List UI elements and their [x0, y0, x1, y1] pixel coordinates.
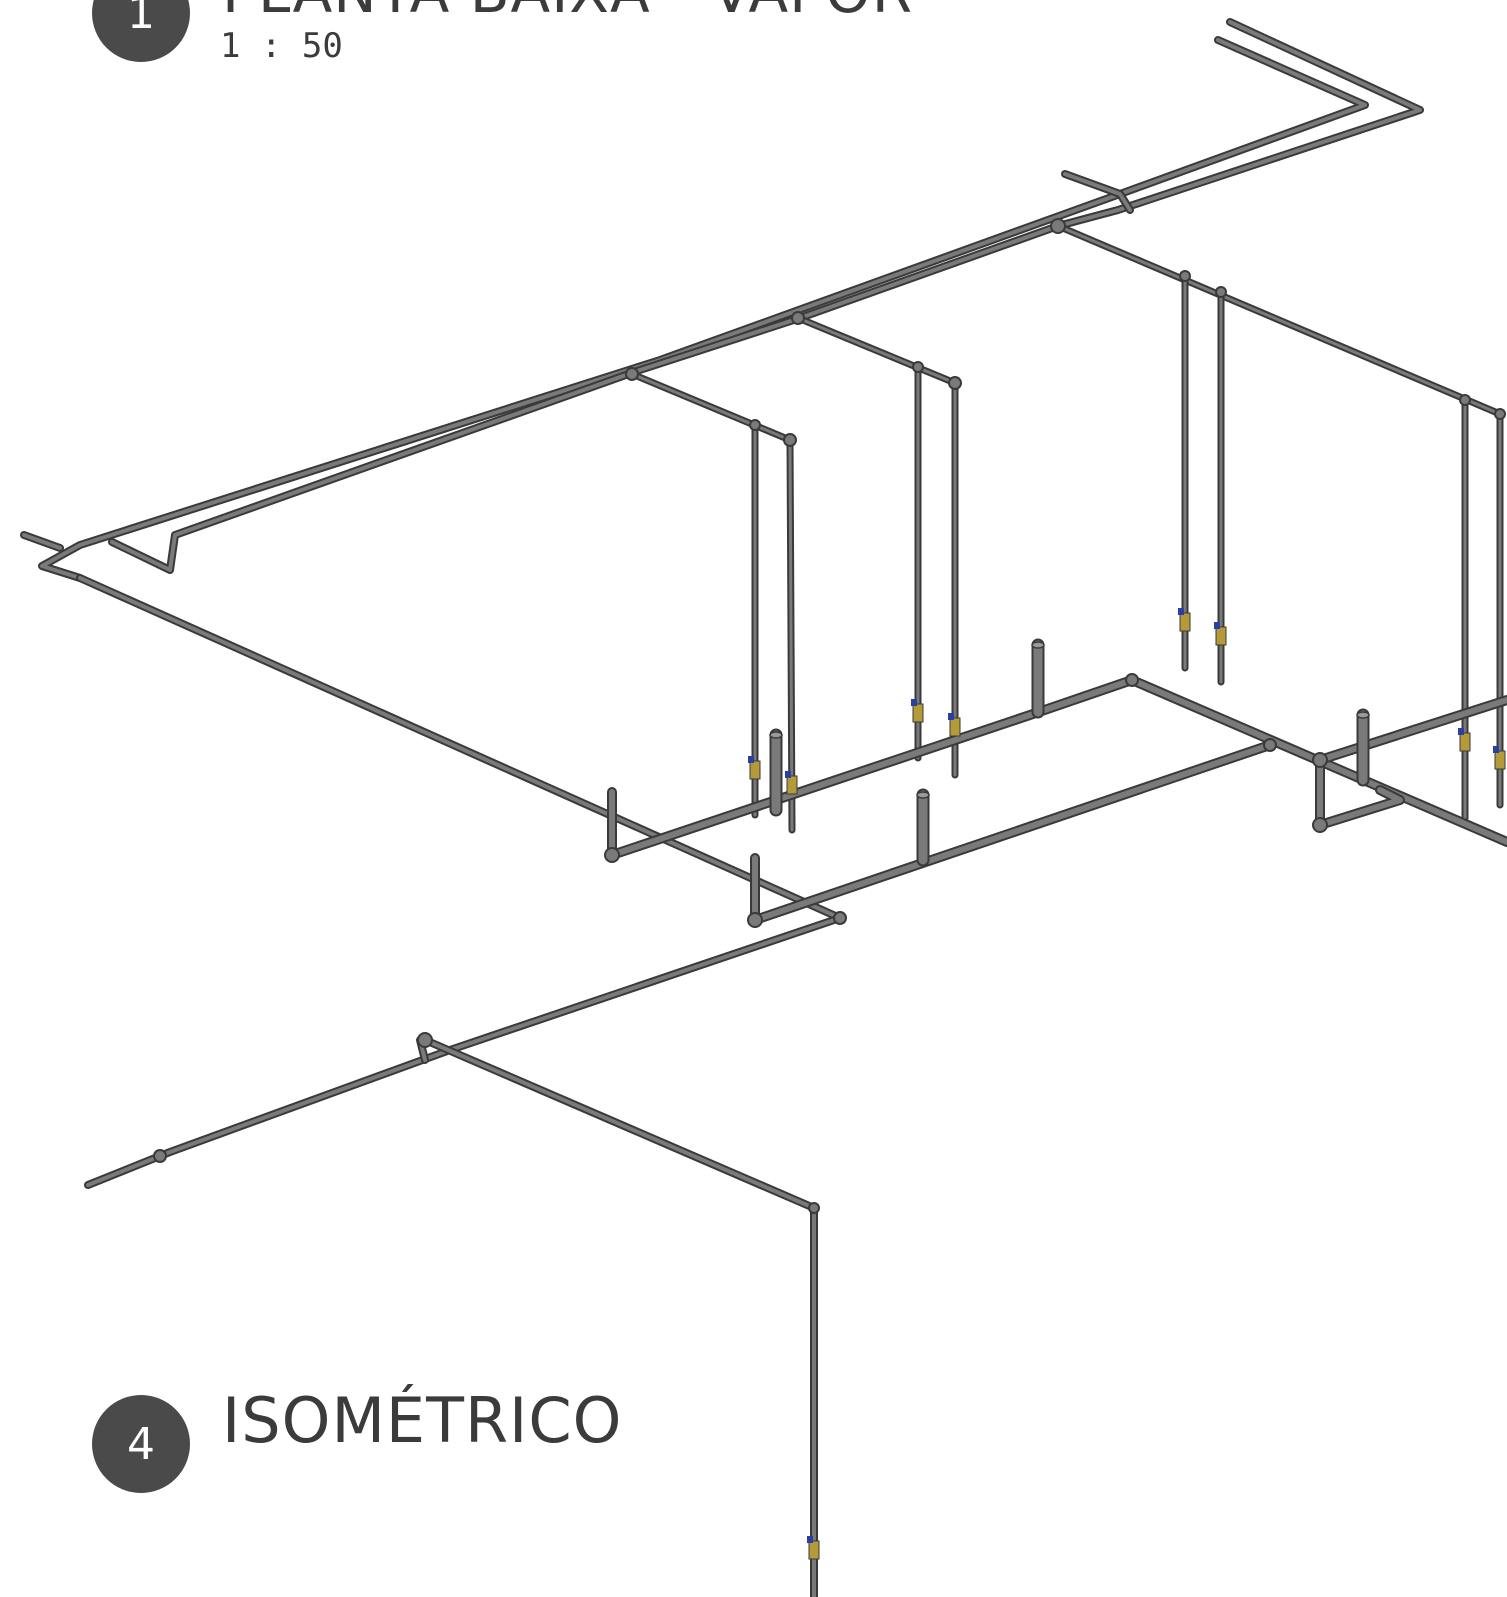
stub-cap — [916, 791, 930, 799]
valve-body — [949, 717, 961, 737]
pipe-elbow — [1179, 270, 1191, 282]
pipe-elbow — [808, 1202, 820, 1214]
pipe-network — [20, 18, 1507, 1597]
drop-branch-1b-outline — [628, 370, 796, 834]
pipe-elbow — [833, 911, 847, 925]
view-number-badge-4: 4 — [92, 1395, 190, 1493]
main-line-a — [1056, 20, 1422, 228]
valve-body — [1215, 626, 1227, 646]
pipe-elbow — [1125, 673, 1139, 687]
main-line-b-end — [22, 533, 62, 550]
pipe-elbow — [153, 1149, 167, 1163]
pipe-elbow — [747, 912, 763, 928]
pipe-elbow — [1050, 218, 1066, 234]
valve-handle — [785, 771, 791, 778]
stub-cap — [1356, 711, 1370, 719]
valve-body — [808, 1540, 820, 1560]
view-title-planta-baixa: PLANTA BAIXA - VAPOR — [222, 0, 913, 26]
pipe-elbow — [1312, 752, 1328, 768]
valve-body — [1494, 750, 1506, 770]
branch-top-stub — [1063, 172, 1132, 212]
pipe-elbow — [1312, 817, 1328, 833]
lower-collector-b — [752, 742, 1273, 923]
valves — [748, 608, 1506, 1560]
stub-cap — [1031, 641, 1045, 649]
valve-body — [1179, 612, 1191, 632]
pipe-elbow — [417, 1032, 433, 1048]
view-scale: 1 : 50 — [220, 26, 343, 66]
long-diagonal-line — [78, 576, 842, 920]
lower-main-line — [86, 916, 842, 1187]
pipe-elbow — [791, 311, 805, 325]
pipe-elbow — [625, 367, 639, 381]
drop-branch-2b-outline — [794, 314, 959, 779]
view-title-isometrico: ISOMÉTRICO — [222, 1384, 623, 1457]
pipe-elbow — [1215, 286, 1227, 298]
stub-cap — [769, 731, 783, 739]
pipe-elbow — [1263, 738, 1277, 752]
pipe-elbow — [1459, 394, 1471, 406]
valve-handle — [1493, 746, 1499, 753]
lower-loop — [1317, 757, 1403, 828]
valve-body — [786, 775, 798, 795]
valve-handle — [1178, 608, 1184, 615]
pipe-elbow — [604, 847, 620, 863]
branch-3-horizontal — [1056, 224, 1502, 416]
pipe-elbow — [749, 419, 761, 431]
lower-collector-c — [1317, 697, 1507, 763]
pipe-elbow — [1494, 408, 1506, 420]
pipe-elbow — [948, 376, 962, 390]
valve-handle — [948, 713, 954, 720]
pipe-elbow — [783, 433, 797, 447]
pipe-elbow — [912, 361, 924, 373]
pipe-fittings — [153, 218, 1506, 1214]
valve-handle — [748, 756, 754, 763]
valve-body — [912, 703, 924, 723]
valve-body — [1459, 732, 1471, 752]
valve-handle — [1458, 728, 1464, 735]
drop-branch-2b — [796, 316, 957, 777]
main-line-b-outline — [38, 36, 1369, 582]
valve-handle — [1214, 622, 1220, 629]
drop-branch-1b — [630, 372, 794, 832]
descending-riser — [423, 1038, 816, 1597]
valve-body — [749, 760, 761, 780]
valve-handle — [911, 699, 917, 706]
lower-collector-a — [609, 677, 1507, 858]
main-line-c — [110, 224, 1060, 572]
valve-handle — [807, 1536, 813, 1543]
